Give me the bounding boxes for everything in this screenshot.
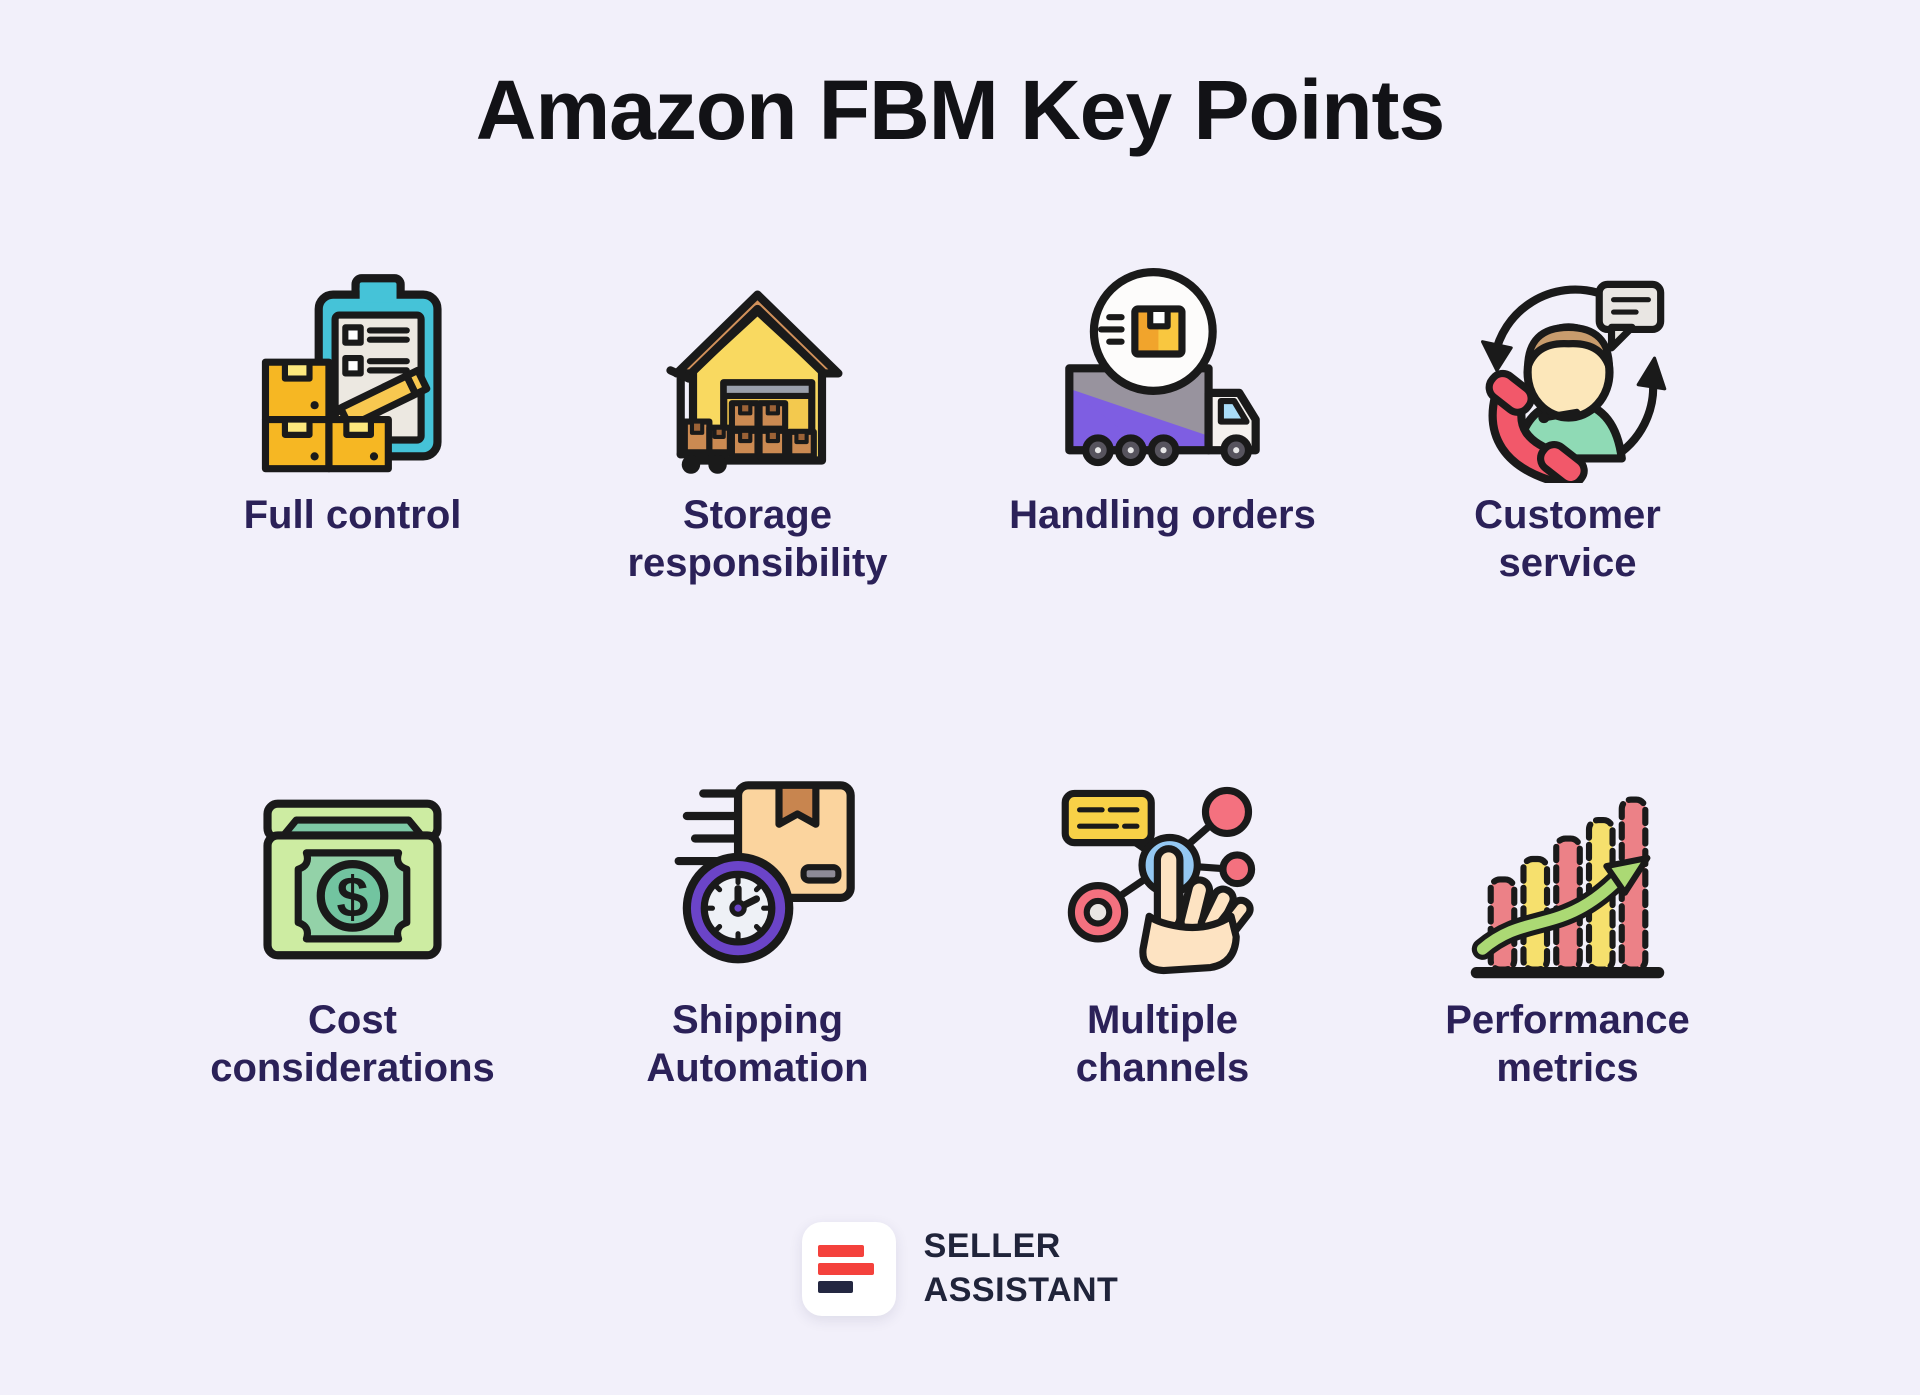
footer-brand: SELLER ASSISTANT: [0, 1222, 1920, 1316]
item-shipping-automation: Shipping Automation: [555, 773, 960, 1100]
clipboard-checklist-boxes-icon: [245, 268, 460, 483]
item-customer-service: Customer service: [1365, 268, 1770, 595]
page-title: Amazon FBM Key Points: [475, 63, 1445, 157]
logo-bar-red-middle: [817, 1263, 874, 1275]
item-label: Performance metrics: [1445, 998, 1690, 1091]
item-label: Storage responsibility: [627, 493, 888, 586]
support-agent-phone-icon: [1460, 268, 1675, 484]
svg-text:$: $: [337, 866, 369, 930]
money-dollar-icon: $: [245, 773, 460, 988]
seller-assistant-logo-icon: [801, 1222, 896, 1316]
warehouse-icon: [650, 268, 865, 483]
growth-bar-chart-icon: [1460, 773, 1675, 988]
item-label: Multiple channels: [1075, 998, 1250, 1091]
key-points-grid: Full control: [150, 268, 1770, 1100]
item-label: Customer service: [1474, 493, 1661, 586]
item-performance-metrics: Performance metrics: [1365, 773, 1770, 1100]
brand-name: SELLER ASSISTANT: [924, 1225, 1119, 1312]
item-storage-responsibility: Storage responsibility: [555, 268, 960, 595]
item-full-control: Full control: [150, 268, 555, 595]
logo-bar-red-top: [817, 1245, 864, 1257]
item-label: Handling orders: [1009, 493, 1316, 538]
brand-line-1: SELLER: [923, 1227, 1061, 1266]
logo-bar-dark-bottom: [817, 1281, 853, 1293]
item-cost-considerations: $ Cost considerations: [150, 773, 555, 1100]
package-stopwatch-icon: [650, 773, 865, 988]
item-label: Full control: [243, 493, 462, 538]
item-label: Cost considerations: [210, 998, 495, 1091]
network-pointer-hand-icon: [1055, 773, 1270, 988]
brand-line-2: ASSISTANT: [923, 1271, 1119, 1309]
item-handling-orders: Handling orders: [960, 268, 1365, 595]
item-multiple-channels: Multiple channels: [960, 773, 1365, 1100]
item-label: Shipping Automation: [646, 998, 869, 1091]
delivery-truck-package-icon: [1055, 268, 1270, 483]
